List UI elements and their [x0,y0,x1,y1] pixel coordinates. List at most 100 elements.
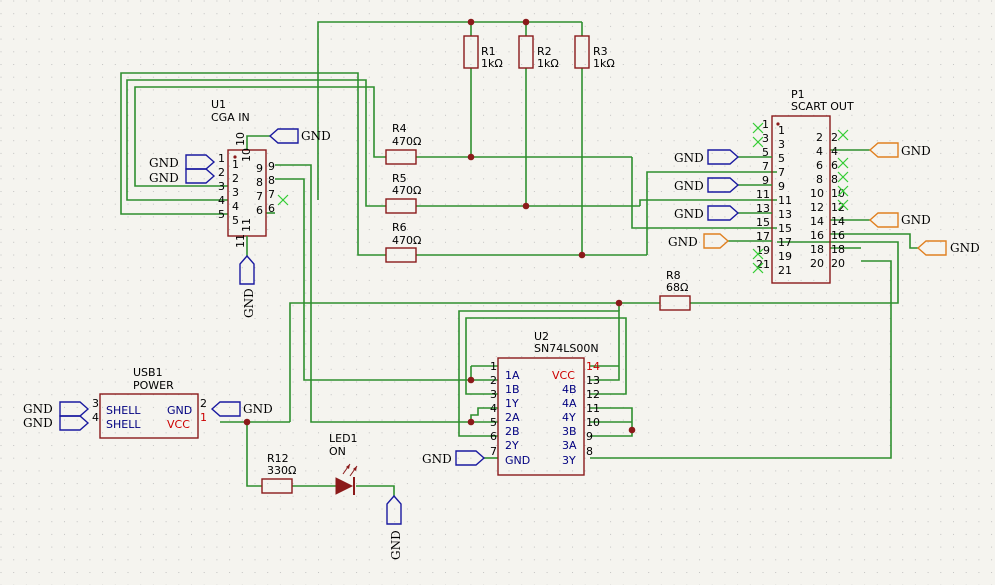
u1-pin-3: 3 [218,180,225,193]
u2-pin-4Y: 4Y [562,411,576,424]
p1-pin-19: 19 [756,244,770,257]
connector-usb1[interactable]: USB1 POWER 3 4 SHELL SHELL 2 1 GND VCC [92,366,207,439]
r12-ref: R12 [267,452,289,465]
u1-pin-8: 8 [268,174,275,187]
p1-pin-7: 7 [762,160,769,173]
r8-value: 68Ω [666,281,688,294]
gnd-flag-u1-pin1: GND [149,154,216,170]
led-led1[interactable]: LED1 ON [329,432,358,495]
connector-p1[interactable]: P1 SCART OUT 1 3 5 7 9 11 13 15 17 19 21… [752,88,854,284]
p1-pin-13: 13 [756,202,770,215]
gnd-label: GND [901,213,931,227]
resistor-r6[interactable]: R6 470Ω [385,221,421,263]
resistor-r2[interactable]: R2 1kΩ [518,35,559,70]
resistor-r1[interactable]: R1 1kΩ [463,35,503,70]
ic-u2[interactable]: U2 SN74LS00N 1 2 3 4 5 6 7 1A 1B 1Y 2A 2… [490,330,600,476]
u2-pin-1Y: 1Y [505,397,519,410]
u1-pin-9: 9 [268,160,275,173]
u2-pin-1A: 1A [505,369,520,382]
r2-ref: R2 [537,45,552,58]
u2-pin-2Y: 2Y [505,439,519,452]
p1-pin-10-inner: 10 [810,187,824,200]
u1-pin-8-inner: 8 [256,176,263,189]
u2-pin-3B: 3B [562,425,577,438]
gnd-label: GND [149,156,179,170]
gnd-flag-p1-pin9: GND [674,177,772,193]
connector-u1[interactable]: U1 CGA IN 1 2 3 4 5 1 2 3 4 5 9 8 7 6 9 … [211,98,289,248]
p1-left-pin-labels: 1 3 5 7 9 11 13 15 17 19 21 1 3 5 7 9 11… [756,118,792,277]
gnd-flag-p1-pin14: GND [868,212,931,228]
usb1-value: POWER [133,379,174,392]
p1-pin-20: 20 [831,257,845,270]
p1-pin-2-inner: 2 [816,131,823,144]
gnd-flag-p1-pin17: GND [668,233,772,249]
p1-pin-19-inner: 19 [778,250,792,263]
r3-ref: R3 [593,45,608,58]
p1-pin-20-inner: 20 [810,257,824,270]
p1-pin-2: 2 [831,131,838,144]
gnd-label: GND [23,416,53,430]
p1-pin-3-inner: 3 [778,138,785,151]
u2-pin-3Y: 3Y [562,454,576,467]
u2-pin-VCC: VCC [552,369,575,382]
u2-pin-4A: 4A [562,397,577,410]
u1-pin-1: 1 [218,152,225,165]
u1-pin-2: 2 [218,166,225,179]
gnd-label: GND [674,179,704,193]
r2-value: 1kΩ [537,57,559,70]
resistor-r3[interactable]: R3 1kΩ [574,35,615,70]
p1-pin-12: 12 [831,201,845,214]
p1-pin-7-inner: 7 [778,166,785,179]
gnd-flag-usb1-pin2: GND [210,401,273,417]
usb1-pin-2: 2 [200,397,207,410]
r5-value: 470Ω [392,184,421,197]
u1-pin-5-inner: 5 [232,214,239,227]
u1-pin-6-inner: 6 [256,204,263,217]
resistor-r8[interactable]: R8 68Ω [659,269,691,311]
usb1-pin-vcc: VCC [167,418,190,431]
u2-right-pins: 14 13 12 11 10 9 8 VCC 4B 4A 4Y 3B 3A 3Y [552,360,600,467]
resistor-r12[interactable]: R12 330Ω [261,452,296,494]
usb1-pin-3: 3 [92,397,99,410]
r6-ref: R6 [392,221,407,234]
p1-pin-4-inner: 4 [816,145,823,158]
p1-pin-11-inner: 11 [778,194,792,207]
gnd-label: GND [242,288,256,318]
resistor-r4[interactable]: R4 470Ω [385,122,421,165]
r8-ref: R8 [666,269,681,282]
gnd-label: GND [950,241,980,255]
u2-left-pins: 1 2 3 4 5 6 7 1A 1B 1Y 2A 2B 2Y GND [490,360,530,467]
p1-pin-16: 16 [831,229,845,242]
p1-pin-1-inner: 1 [778,124,785,137]
p1-pin-4: 4 [831,145,838,158]
gnd-label: GND [243,402,273,416]
r6-value: 470Ω [392,234,421,247]
p1-pin-21-inner: 21 [778,264,792,277]
r1-value: 1kΩ [481,57,503,70]
u1-pin-7-inner: 7 [256,190,263,203]
u2-pin-7: 7 [490,445,497,458]
resistor-r5[interactable]: R5 470Ω [385,172,421,214]
r4-value: 470Ω [392,135,421,148]
gnd-label: GND [422,452,452,466]
u2-pin-GND: GND [505,454,530,467]
u2-pin-11: 11 [586,402,600,415]
p1-pin-9: 9 [762,174,769,187]
u2-pin-10: 10 [586,416,600,429]
r5-ref: R5 [392,172,407,185]
p1-pin-15: 15 [756,216,770,229]
p1-ref: P1 [791,88,805,101]
gnd-label: GND [301,129,331,143]
u1-pin-11-inner: 11 [240,218,253,232]
u2-pin-12: 12 [586,388,600,401]
u2-pin-1B: 1B [505,383,520,396]
p1-pin-9-inner: 9 [778,180,785,193]
u2-pin-4B: 4B [562,383,577,396]
gnd-label: GND [901,144,931,158]
p1-pin-12-inner: 12 [810,201,824,214]
p1-pin-13-inner: 13 [778,208,792,221]
gnd-flag-u1-pin10: GND [268,128,331,144]
led1-value: ON [329,445,346,458]
p1-pin-15-inner: 15 [778,222,792,235]
